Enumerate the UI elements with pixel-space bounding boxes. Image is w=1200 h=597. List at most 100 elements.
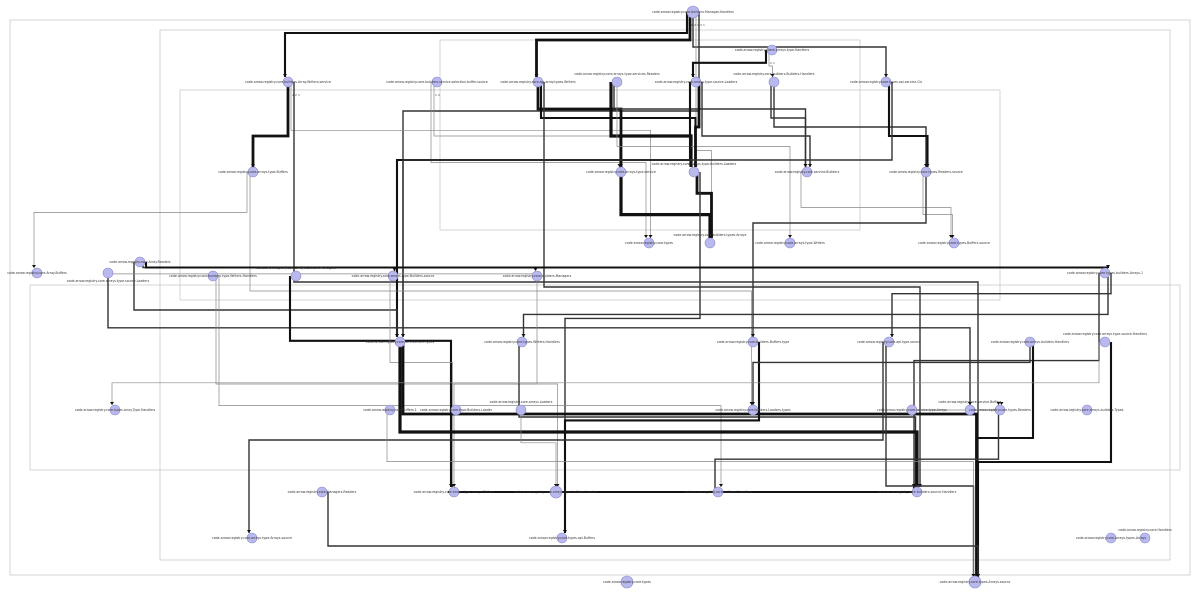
graph-node[interactable] (450, 404, 462, 416)
node-circle[interactable] (549, 485, 563, 499)
node-circle[interactable] (102, 267, 114, 279)
graph-node[interactable] (880, 76, 892, 88)
node-circle[interactable] (784, 237, 796, 249)
graph-node[interactable] (134, 256, 146, 268)
graph-node[interactable] (207, 270, 219, 282)
node-circle[interactable] (906, 404, 918, 416)
node-circle[interactable] (768, 76, 780, 88)
node-circle[interactable] (290, 270, 302, 282)
node-circle[interactable] (964, 404, 976, 416)
graph-node[interactable] (431, 76, 443, 88)
node-circle[interactable] (247, 166, 259, 178)
node-circle[interactable] (246, 532, 258, 544)
node-circle[interactable] (615, 166, 627, 178)
graph-node[interactable] (747, 336, 759, 348)
node-circle[interactable] (516, 336, 528, 348)
node-circle[interactable] (1139, 532, 1151, 544)
node-circle[interactable] (384, 404, 396, 416)
graph-node[interactable] (690, 76, 702, 88)
node-circle[interactable] (883, 336, 895, 348)
graph-node[interactable] (620, 575, 634, 589)
graph-node[interactable] (712, 486, 724, 498)
graph-node[interactable] (906, 404, 918, 416)
graph-node[interactable] (394, 336, 406, 348)
node-circle[interactable] (1099, 336, 1111, 348)
node-circle[interactable] (387, 270, 399, 282)
graph-node[interactable] (1099, 336, 1111, 348)
graph-node[interactable] (316, 486, 328, 498)
graph-node[interactable] (384, 404, 396, 416)
graph-node[interactable] (704, 237, 716, 249)
graph-node[interactable] (747, 404, 759, 416)
node-circle[interactable] (1099, 267, 1111, 279)
node-circle[interactable] (109, 404, 121, 416)
node-circle[interactable] (611, 76, 623, 88)
graph-node[interactable] (994, 404, 1006, 416)
node-circle[interactable] (134, 256, 146, 268)
graph-node[interactable] (290, 270, 302, 282)
node-circle[interactable] (712, 486, 724, 498)
node-circle[interactable] (394, 336, 406, 348)
node-circle[interactable] (450, 404, 462, 416)
graph-node[interactable] (920, 166, 932, 178)
node-circle[interactable] (282, 76, 294, 88)
graph-node[interactable] (516, 336, 528, 348)
node-circle[interactable] (556, 532, 568, 544)
node-circle[interactable] (690, 76, 702, 88)
node-circle[interactable] (1105, 532, 1117, 544)
graph-node[interactable] (911, 486, 923, 498)
graph-node[interactable] (247, 166, 259, 178)
node-circle[interactable] (920, 166, 932, 178)
graph-node[interactable] (643, 237, 655, 249)
node-circle[interactable] (766, 44, 778, 56)
graph-node[interactable] (784, 237, 796, 249)
node-circle[interactable] (704, 237, 716, 249)
node-circle[interactable] (747, 336, 759, 348)
graph-node[interactable] (556, 532, 568, 544)
graph-node[interactable] (246, 532, 258, 544)
node-circle[interactable] (688, 166, 700, 178)
graph-node[interactable] (611, 76, 623, 88)
node-circle[interactable] (1081, 404, 1093, 416)
graph-node[interactable] (531, 270, 543, 282)
graph-node[interactable] (688, 166, 700, 178)
node-circle[interactable] (911, 486, 923, 498)
graph-node[interactable] (448, 486, 460, 498)
node-circle[interactable] (515, 404, 527, 416)
graph-node[interactable] (1024, 336, 1036, 348)
node-circle[interactable] (1024, 336, 1036, 348)
graph-node[interactable] (109, 404, 121, 416)
node-circle[interactable] (948, 237, 960, 249)
node-circle[interactable] (747, 404, 759, 416)
node-circle[interactable] (532, 76, 544, 88)
node-circle[interactable] (316, 486, 328, 498)
graph-node[interactable] (1081, 404, 1093, 416)
graph-node[interactable] (1139, 532, 1151, 544)
graph-node[interactable] (766, 44, 778, 56)
node-circle[interactable] (620, 575, 634, 589)
node-circle[interactable] (207, 270, 219, 282)
node-circle[interactable] (31, 267, 43, 279)
graph-node[interactable] (1105, 532, 1117, 544)
node-circle[interactable] (880, 76, 892, 88)
graph-node[interactable] (31, 267, 43, 279)
graph-node[interactable] (964, 404, 976, 416)
node-circle[interactable] (968, 575, 982, 589)
graph-node[interactable] (801, 166, 813, 178)
graph-node[interactable] (515, 404, 527, 416)
node-circle[interactable] (448, 486, 460, 498)
node-circle[interactable] (686, 5, 700, 19)
graph-node[interactable] (948, 237, 960, 249)
node-circle[interactable] (994, 404, 1006, 416)
graph-node[interactable] (282, 76, 294, 88)
graph-node[interactable] (968, 575, 982, 589)
node-circle[interactable] (531, 270, 543, 282)
node-circle[interactable] (801, 166, 813, 178)
graph-node[interactable] (387, 270, 399, 282)
graph-node[interactable] (883, 336, 895, 348)
node-circle[interactable] (643, 237, 655, 249)
graph-node[interactable] (615, 166, 627, 178)
graph-node[interactable] (686, 5, 700, 19)
graph-node[interactable] (102, 267, 114, 279)
node-circle[interactable] (431, 76, 443, 88)
